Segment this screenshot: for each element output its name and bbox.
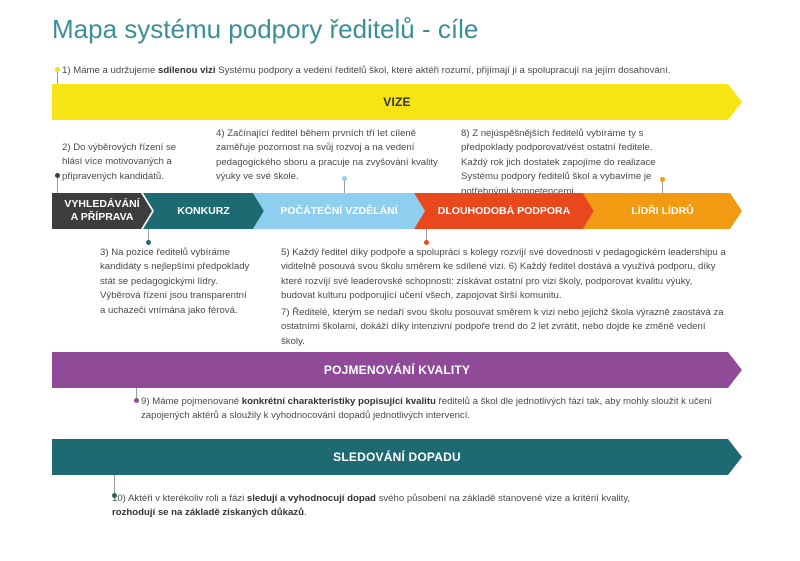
stage-lidri-lidru: LÍDŘI LÍDRŮ bbox=[583, 193, 742, 229]
connector-dot-10 bbox=[112, 493, 117, 498]
connector-dot-9 bbox=[134, 398, 139, 403]
note-3: 3) Na pozice ředitelů vybíráme kandidáty… bbox=[100, 247, 250, 316]
connector-dot-4 bbox=[342, 176, 347, 181]
note-4: 4) Začínající ředitel během prvních tří … bbox=[216, 128, 438, 183]
connector-3 bbox=[148, 229, 149, 242]
connector-4 bbox=[344, 179, 345, 193]
note-2: 2) Do výběrových řízení se hlásí více mo… bbox=[62, 142, 177, 182]
note-7: 7) Ředitelé, kterým se nedaří svou školu… bbox=[281, 307, 724, 347]
stage-pocatecni-vzdelani: POČÁTEČNÍ VZDĚLÁNÍ bbox=[253, 193, 425, 229]
note-10: 10) Aktéři v kterékoliv roli a fázi sled… bbox=[112, 493, 631, 519]
connector-dot-1 bbox=[55, 67, 60, 72]
connector-8 bbox=[662, 180, 663, 193]
note-5-6: 5) Každý ředitel díky podpoře a spoluprá… bbox=[281, 247, 726, 302]
connector-dot-2 bbox=[55, 173, 60, 178]
page-title: Mapa systému podpory ředitelů - cíle bbox=[52, 14, 479, 44]
connector-dot-5 bbox=[424, 240, 429, 245]
stage-dlouhodoba-podpora: DLOUHODOBÁ PODPORA bbox=[414, 193, 594, 229]
stage-konkurz: KONKURZ bbox=[143, 193, 264, 229]
note-9: 9) Máme pojmenované konkrétní charakteri… bbox=[141, 396, 713, 422]
connector-1 bbox=[57, 71, 58, 85]
stage-vyhledavani: VYHLEDÁVÁNÍ A PŘÍPRAVA bbox=[52, 193, 152, 229]
connector-dot-3 bbox=[146, 240, 151, 245]
note-8: 8) Z nejúspěšnějších ředitelů vybíráme t… bbox=[461, 128, 656, 197]
connector-5 bbox=[426, 229, 427, 242]
band-vize: VIZE bbox=[52, 84, 742, 120]
connector-2 bbox=[57, 176, 58, 193]
note-1: 1) Máme a udržujeme sdílenou vizi Systém… bbox=[62, 65, 671, 76]
band-sledovani-dopadu: SLEDOVÁNÍ DOPADU bbox=[52, 439, 742, 475]
connector-9 bbox=[136, 388, 137, 400]
band-pojmenovani-kvality: POJMENOVÁNÍ KVALITY bbox=[52, 352, 742, 388]
connector-10 bbox=[114, 475, 115, 495]
connector-dot-8 bbox=[660, 177, 665, 182]
